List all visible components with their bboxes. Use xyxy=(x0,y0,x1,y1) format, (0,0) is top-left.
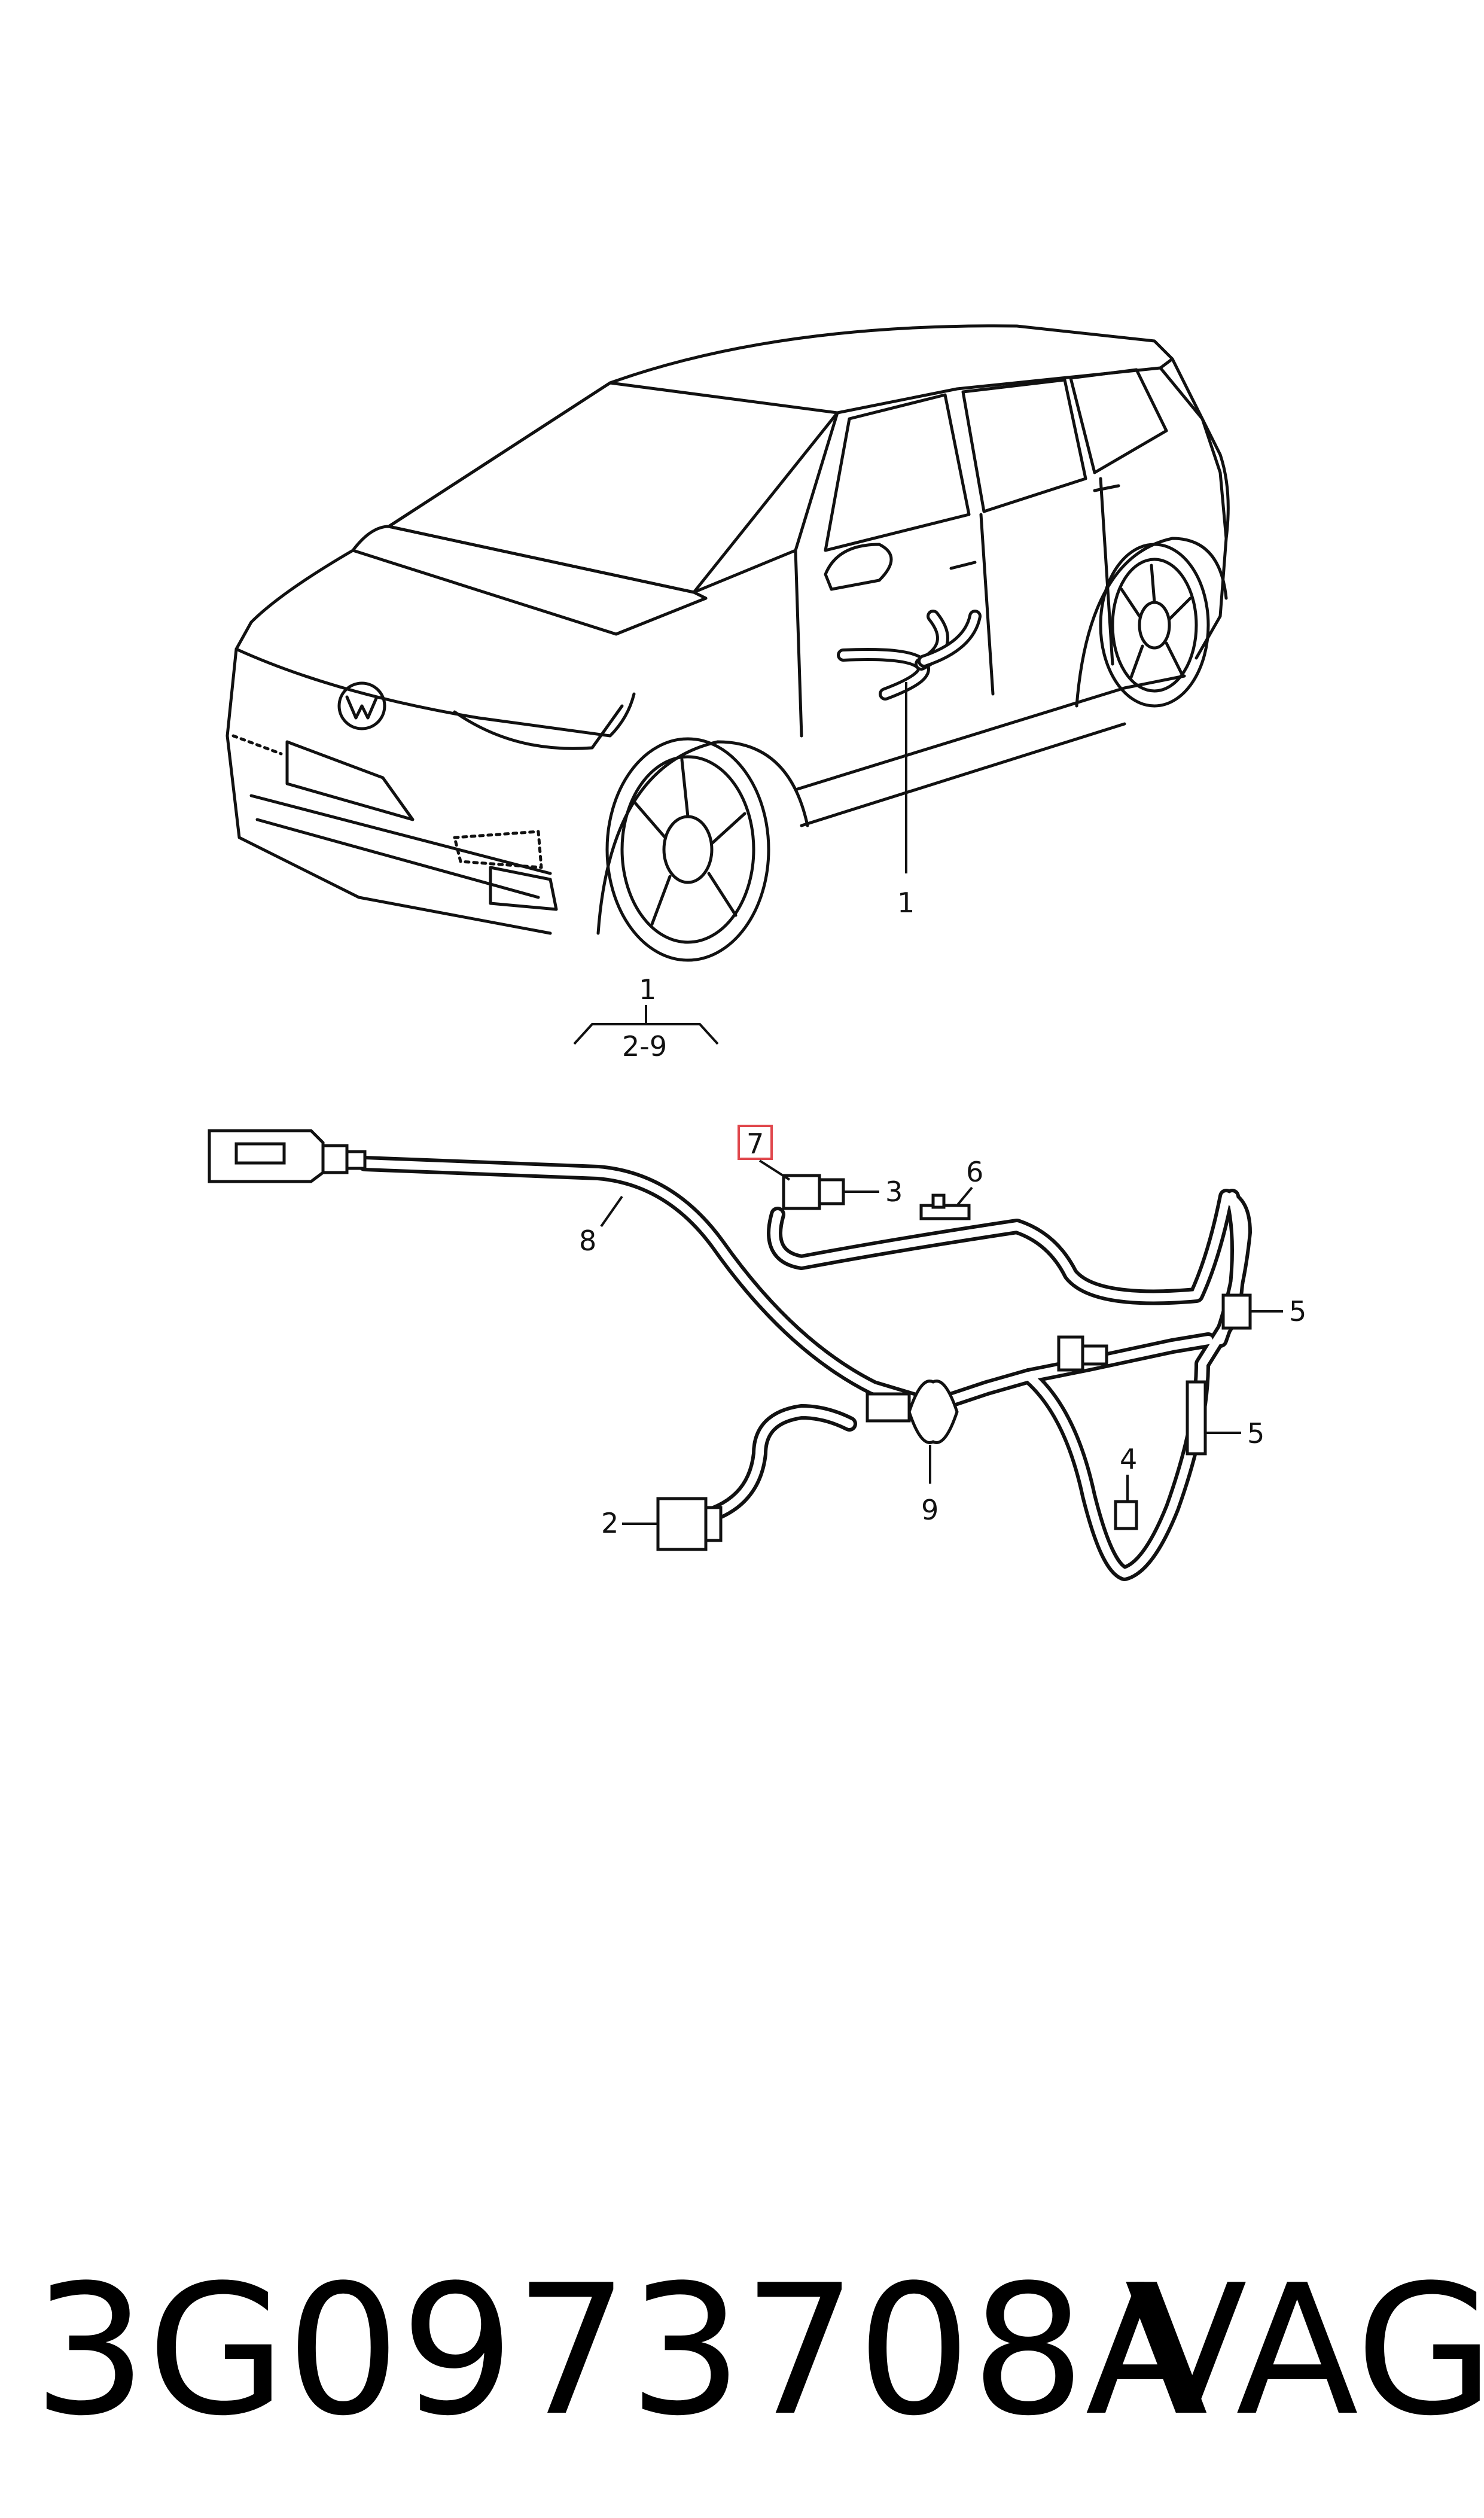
connector-5-upper xyxy=(1221,1293,1252,1330)
inline-connector xyxy=(1057,1335,1108,1372)
callout-4: 4 xyxy=(1120,1443,1137,1475)
connector-3 xyxy=(782,1174,845,1210)
door-wiring-harness xyxy=(837,610,982,701)
callout-2-9: 2-9 xyxy=(622,1030,667,1062)
callout-9: 9 xyxy=(921,1494,938,1526)
clip-6 xyxy=(919,1193,971,1220)
callout-7-highlight-box xyxy=(738,1125,773,1160)
callout-1-car: 1 xyxy=(897,887,915,919)
part-number: 3G0973708A xyxy=(33,2246,1208,2455)
connector-5-lower xyxy=(1186,1380,1207,1456)
callout-2: 2 xyxy=(601,1507,618,1539)
brand-label: VAG xyxy=(1125,2246,1484,2455)
callout-7: 7 xyxy=(746,1128,764,1160)
group-bracket xyxy=(573,1005,719,1045)
grommet-9 xyxy=(866,1380,959,1444)
parts-diagram: 1 1 2-9 8 xyxy=(208,324,1306,1581)
callout-6: 6 xyxy=(966,1156,983,1188)
harness-cable xyxy=(357,1156,1252,1581)
leader-line-7 xyxy=(758,1159,791,1181)
callout-1-group: 1 xyxy=(639,973,656,1006)
connector-2 xyxy=(656,1497,723,1551)
connector-4 xyxy=(1114,1500,1138,1530)
connector-8 xyxy=(208,1129,367,1183)
callout-3: 3 xyxy=(885,1176,903,1208)
callout-8: 8 xyxy=(579,1225,596,1257)
car-illustration xyxy=(226,324,1230,962)
callout-5a: 5 xyxy=(1289,1295,1306,1327)
leader-line-6 xyxy=(956,1186,973,1207)
leader-line-8 xyxy=(600,1195,623,1228)
callout-5b: 5 xyxy=(1247,1417,1264,1450)
